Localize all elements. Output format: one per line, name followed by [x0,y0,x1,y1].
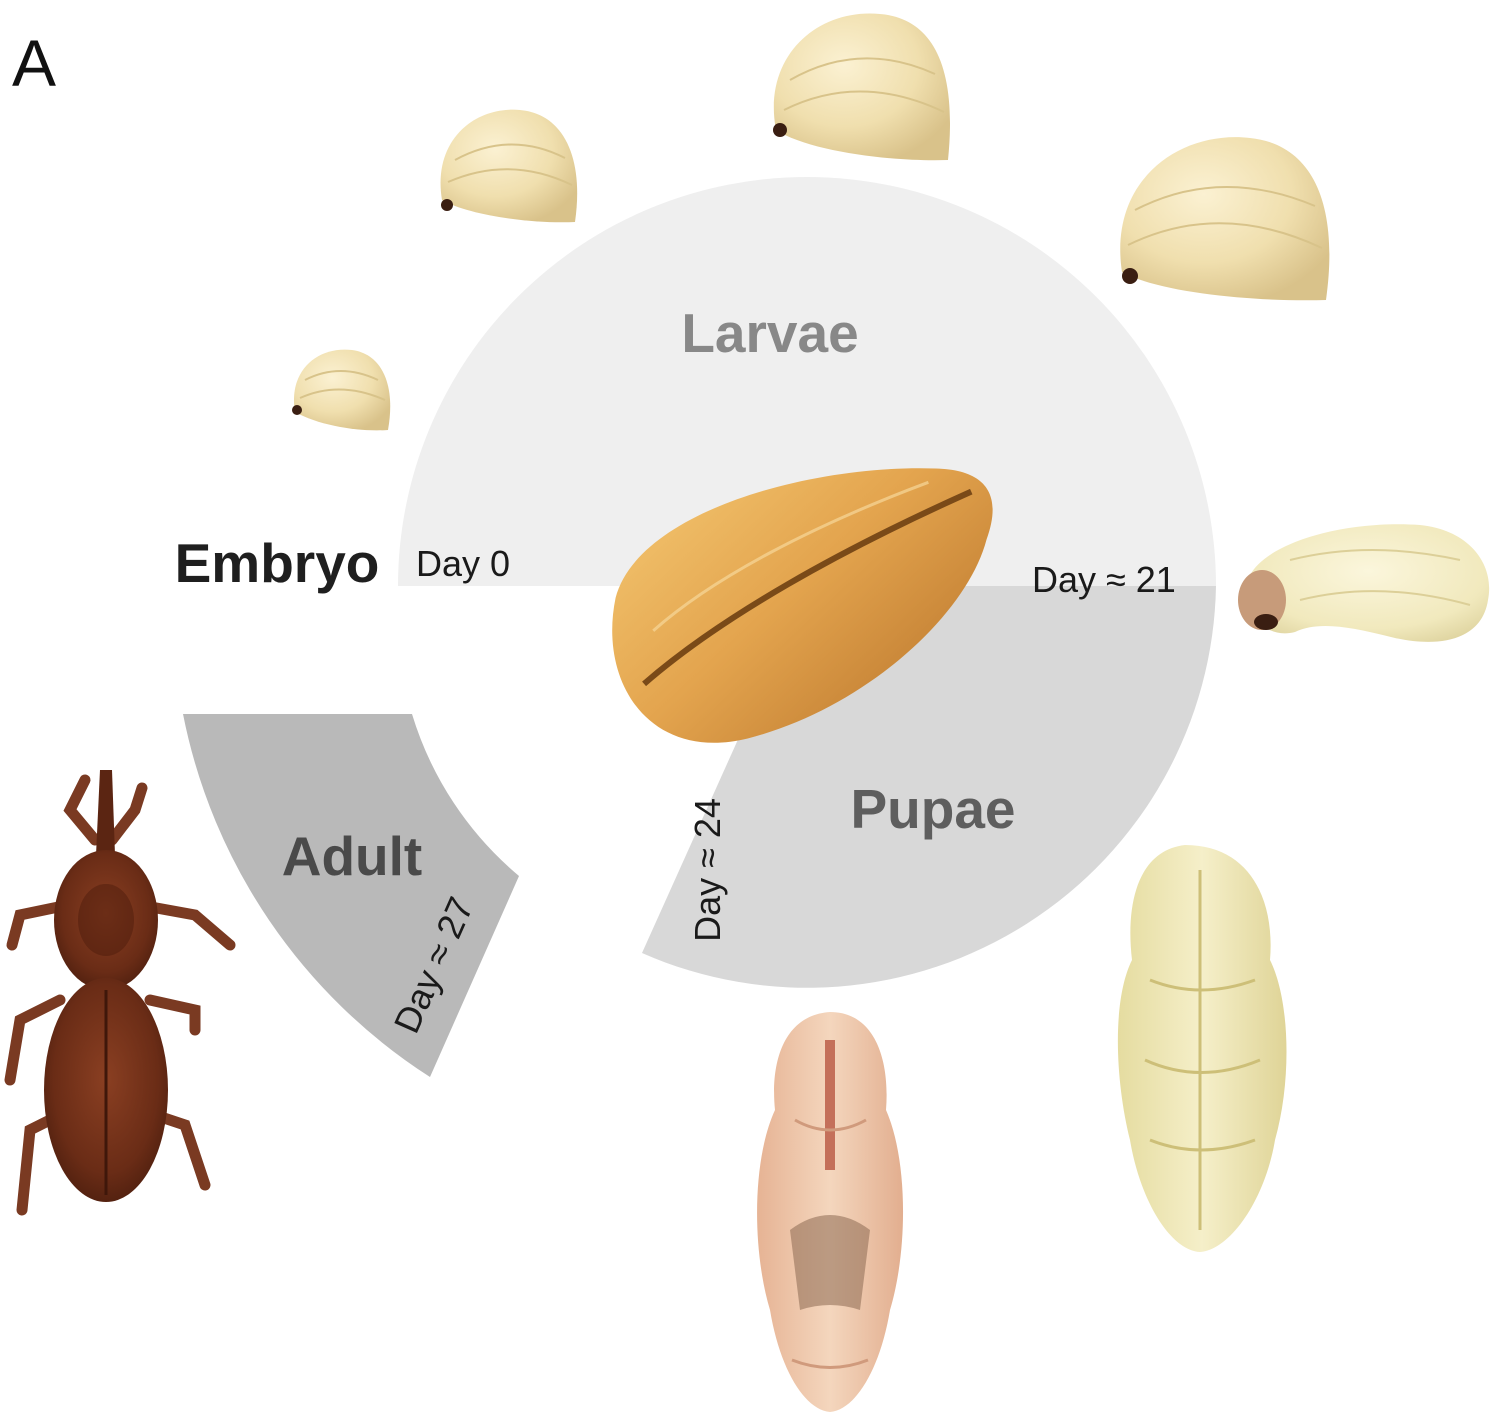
larva-stage-1-image [292,350,390,431]
stage-label-larvae: Larvae [681,302,858,364]
adult-band [183,714,519,1077]
pupa-white-image [1118,845,1287,1252]
larva-stage-3-image [773,13,950,160]
stage-label-embryo: Embryo [175,532,380,594]
prepupa-image [1238,524,1489,642]
stage-label-pupae: Pupae [850,778,1015,840]
day-label-larvae-end: Day ≈ 21 [1032,559,1176,600]
day-label-pupae-start: Day ≈ 24 [687,798,728,942]
day-label-embryo: Day 0 [416,543,510,584]
larva-stage-4-image [1120,137,1329,300]
adult-weevil-image [10,770,230,1210]
stage-label-adult: Adult [282,825,423,887]
panel-label: A [12,26,56,100]
pupa-pink-image [757,1012,903,1412]
larva-stage-2-image [441,110,578,223]
